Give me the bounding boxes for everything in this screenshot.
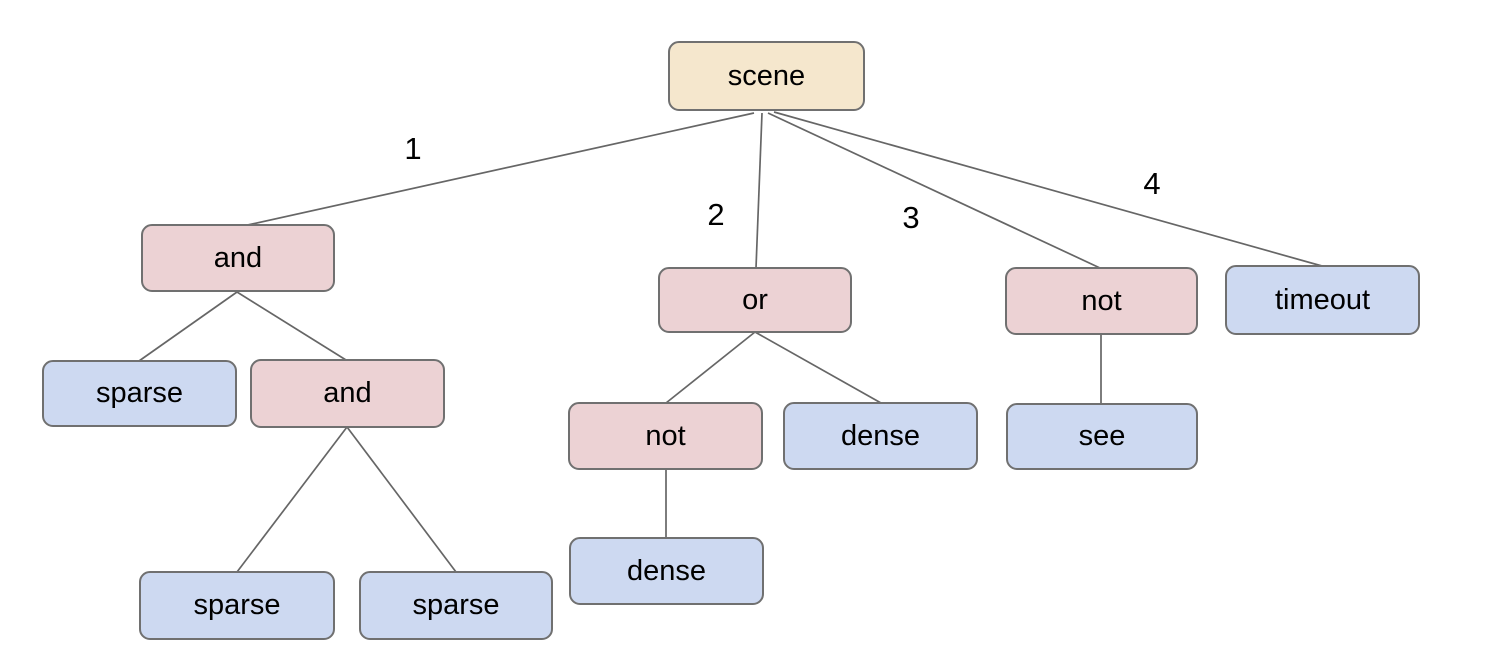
node-and-inner: and xyxy=(250,359,445,428)
edge-scene-timeout xyxy=(773,111,1323,267)
node-and: and xyxy=(141,224,335,292)
edge-and-sparse xyxy=(138,291,238,362)
node-scene: scene xyxy=(668,41,865,111)
node-see: see xyxy=(1006,403,1198,470)
node-dense-bottom: dense xyxy=(569,537,764,605)
node-not: not xyxy=(1005,267,1198,335)
edge-scene-or xyxy=(755,112,763,269)
node-sparse-bottom-1: sparse xyxy=(139,571,335,640)
node-dense: dense xyxy=(783,402,978,470)
edge-or-not xyxy=(665,331,756,404)
edge-label-1: 1 xyxy=(404,131,421,166)
edge-label-4: 4 xyxy=(1143,166,1160,201)
node-or: or xyxy=(658,267,852,333)
edge-and2-sparse2 xyxy=(346,426,457,573)
edge-and-and xyxy=(236,291,347,361)
edge-label-3: 3 xyxy=(902,200,919,235)
edge-label-2: 2 xyxy=(707,197,724,232)
edge-scene-and xyxy=(242,112,755,227)
node-not-middle: not xyxy=(568,402,763,470)
node-timeout: timeout xyxy=(1225,265,1420,335)
node-sparse-bottom-2: sparse xyxy=(359,571,553,640)
edge-scene-not xyxy=(767,112,1101,269)
edge-or-dense xyxy=(754,331,882,404)
node-sparse: sparse xyxy=(42,360,237,427)
edge-and2-sparse1 xyxy=(236,426,348,573)
